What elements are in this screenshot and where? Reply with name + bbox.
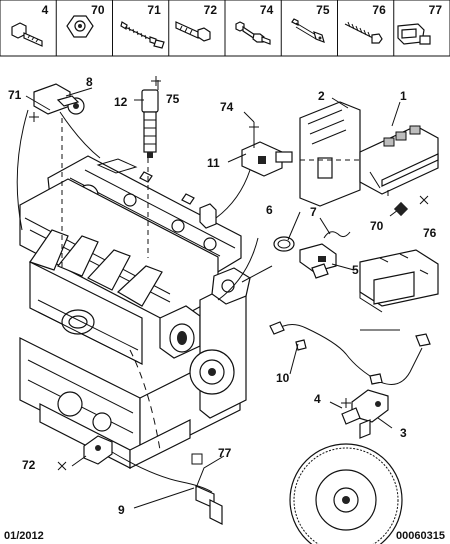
- hex-bolt-icon: [175, 21, 211, 42]
- legend-part-number: 72: [204, 3, 218, 17]
- ecu-bracket-2: [299, 101, 361, 207]
- callout-2: 2: [318, 89, 325, 103]
- clip-7: [323, 231, 351, 239]
- callout-71: 71: [8, 88, 22, 102]
- temperature-sensor-5: [299, 243, 337, 279]
- sensor-8-component: [33, 83, 85, 115]
- footer-date: 01/2012: [4, 530, 44, 542]
- plastic-clip-icon: [397, 23, 431, 45]
- oil-control-solenoid-12: [141, 89, 159, 158]
- tapping-screw-icon: [344, 21, 383, 44]
- oring-6: [273, 236, 295, 252]
- callout-7: 7: [310, 205, 317, 219]
- callout-6: 6: [266, 203, 273, 217]
- hex-nut-icon: [66, 15, 94, 38]
- callout-75: 75: [166, 92, 180, 106]
- callout-70: 70: [370, 219, 384, 233]
- callout-labels: 1 2 3 4 5 6 7 8 9 10 11 12 70 71 72 74 7…: [8, 75, 437, 517]
- socket-cap-screw-icon: [291, 18, 325, 43]
- legend-part-number: 77: [429, 3, 443, 17]
- ecu-1: [359, 125, 439, 196]
- crank-sensor-3: [341, 389, 389, 439]
- legend-part-number: 71: [147, 3, 161, 17]
- knock-sensor-9: [83, 435, 223, 525]
- marker-symbols: [29, 76, 429, 471]
- legend-part-number: 75: [316, 3, 330, 17]
- legend-part-number: 4: [42, 3, 49, 17]
- callout-72: 72: [22, 458, 36, 472]
- screw-washer-icon: [120, 21, 165, 49]
- callout-11: 11: [207, 156, 220, 170]
- callout-74: 74: [220, 100, 234, 114]
- callout-76: 76: [423, 226, 437, 240]
- bolt-flange-icon: [11, 22, 43, 47]
- cam-sensor-11: [241, 141, 293, 177]
- harness-10: [269, 321, 431, 385]
- collared-bolt-icon: [235, 21, 271, 45]
- callout-77: 77: [218, 446, 232, 460]
- footer-code: 00060315: [396, 530, 445, 542]
- callout-8: 8: [86, 75, 93, 89]
- leader-lines: [16, 80, 401, 509]
- callout-3: 3: [400, 426, 407, 440]
- callout-5: 5: [352, 263, 359, 277]
- legend-part-number: 76: [372, 3, 386, 17]
- callout-9: 9: [118, 503, 125, 517]
- fastener-legend-bar: 4 70 71 72 74 75 76 77: [0, 0, 450, 57]
- callout-12: 12: [114, 95, 128, 109]
- callout-10: 10: [276, 371, 290, 385]
- engine-block-illustration: [19, 155, 251, 469]
- flywheel: [289, 443, 403, 544]
- callout-4: 4: [314, 392, 321, 406]
- callout-1: 1: [400, 89, 407, 103]
- battery-tray-bracket: [359, 249, 439, 313]
- legend-part-number: 74: [260, 3, 274, 17]
- legend-part-number: 70: [91, 3, 105, 17]
